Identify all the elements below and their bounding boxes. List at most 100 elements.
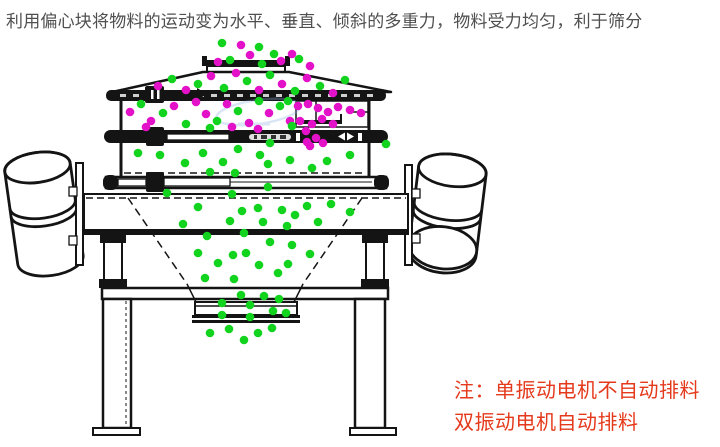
fine-particle-dot [233, 144, 243, 154]
fine-particle-dot [224, 324, 234, 334]
fine-particle-dot [285, 155, 295, 165]
fine-particle-dot [253, 203, 263, 213]
fine-particle-dot [275, 101, 285, 111]
fine-particle-dot [294, 54, 304, 64]
coarse-particle-dot [276, 56, 286, 66]
right-vibration-motor [407, 152, 488, 275]
fine-particle-dot [302, 201, 312, 211]
fine-particle-dot [290, 210, 300, 220]
fine-particle-dot [305, 249, 315, 259]
coarse-particle-dot [318, 138, 328, 148]
note-text: 注：单振动电机不自动排料 双振动电机自动排料 [454, 375, 700, 439]
fine-particle-dot [239, 228, 249, 238]
coarse-particle-dot [181, 85, 191, 95]
upper-screen-deck [119, 100, 371, 131]
coarse-particle-dot [236, 40, 246, 50]
note-line-2: 双振动电机自动排料 [454, 412, 639, 434]
fine-particle-dot [245, 312, 255, 322]
fine-particle-dot [217, 38, 227, 48]
coarse-particle-dot [301, 126, 311, 136]
coarse-particle-dot [345, 105, 355, 115]
coarse-particle-dot [191, 97, 201, 107]
coarse-particle-dot [253, 124, 263, 134]
coarse-particle-dot [305, 61, 315, 71]
fine-particle-dot [213, 258, 223, 268]
fine-particle-dot [282, 221, 292, 231]
fine-particle-dot [230, 168, 240, 178]
fine-particle-dot [277, 205, 287, 215]
fine-particle-dot [283, 259, 293, 269]
fine-particle-dot [265, 237, 275, 247]
support-springs [99, 235, 389, 288]
fine-particle-dot [322, 156, 332, 166]
middle-screen-deck [119, 143, 371, 177]
fine-particle-dot [274, 294, 284, 304]
coarse-particle-dot [206, 71, 216, 81]
fine-particle-dot [205, 167, 215, 177]
coarse-particle-dot [295, 116, 305, 126]
fine-particle-dot [200, 273, 210, 283]
coarse-particle-dot [277, 79, 287, 89]
base-frame-band [83, 193, 409, 235]
coarse-particle-dot [169, 101, 179, 111]
fine-particle-dot [307, 163, 317, 173]
fine-particle-dot [193, 79, 203, 89]
fine-particle-dot [225, 216, 235, 226]
fine-particle-dot [212, 116, 222, 126]
coarse-particle-dot [125, 107, 135, 117]
coarse-particle-dot [317, 114, 327, 124]
fine-particle-dot [281, 308, 291, 318]
coarse-particle-dot [146, 116, 156, 126]
fine-particle-dot [287, 121, 297, 131]
coarse-particle-dot [213, 57, 223, 67]
coarse-particle-dot [264, 108, 274, 118]
fine-particle-dot [178, 219, 188, 229]
coarse-particle-dot [303, 99, 313, 109]
fine-particle-dot [237, 206, 247, 216]
fine-particle-dot [133, 148, 143, 158]
top-clamp-band [106, 86, 386, 103]
fine-particle-dot [313, 217, 323, 227]
fine-particle-dot [217, 298, 227, 308]
fine-particle-dot [236, 290, 246, 300]
fine-particle-dot [162, 188, 172, 198]
fine-particle-dot [241, 248, 251, 258]
fine-particle-dot [181, 119, 191, 129]
coarse-particle-dot [311, 133, 321, 143]
fine-particle-dot [263, 159, 273, 169]
coarse-particle-dot [356, 108, 366, 118]
fine-particle-dot [136, 99, 146, 109]
fine-particle-dot [273, 268, 283, 278]
fine-particle-dot [180, 158, 190, 168]
coarse-particle-dot [153, 81, 163, 91]
fine-particle-dot [254, 96, 264, 106]
fine-particle-dot [227, 189, 237, 199]
fine-particle-dot [193, 202, 203, 212]
fine-particle-dot [193, 248, 203, 258]
coarse-particle-dot [333, 102, 343, 112]
fine-particle-dot [268, 306, 278, 316]
fine-particle-dot [254, 260, 264, 270]
fine-particle-dot [205, 123, 215, 133]
fine-particle-dot [265, 70, 275, 80]
fine-particle-dot [267, 323, 277, 333]
particle-dots [125, 38, 391, 345]
fine-particle-dot [345, 207, 355, 217]
fine-particle-dot [155, 150, 165, 160]
coarse-particle-dot [141, 122, 151, 132]
fine-particle-dot [345, 150, 355, 160]
fine-particle-dot [233, 106, 243, 116]
fine-particle-dot [259, 291, 269, 301]
coarse-particle-dot [307, 119, 317, 129]
fine-particle-dot [219, 83, 229, 93]
coarse-particle-dot [328, 119, 338, 129]
feed-inlet [202, 56, 290, 74]
coarse-particle-dot [222, 99, 232, 109]
note-line-1: 注：单振动电机不自动排料 [454, 380, 700, 402]
clamp-band-2 [103, 172, 389, 192]
fine-particle-dot [315, 81, 325, 91]
coarse-particle-dot [231, 68, 241, 78]
fine-particle-dot [340, 75, 350, 85]
left-vibration-motor [3, 150, 85, 278]
